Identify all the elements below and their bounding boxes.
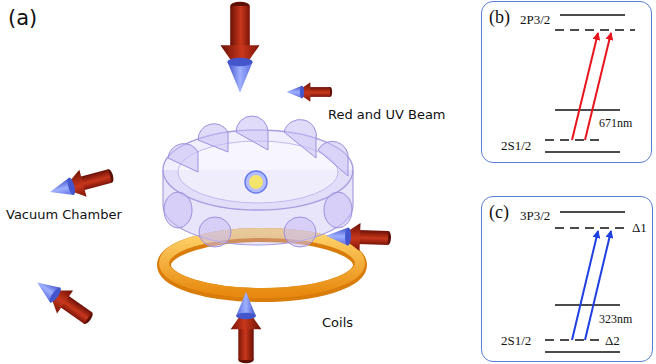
wavelength-label: 323nm [599, 313, 632, 327]
vacuum-chamber [163, 116, 353, 247]
level-label: 2S1/2 [501, 334, 531, 349]
detuning-label: Δ2 [605, 334, 620, 349]
level-diagram-c [545, 212, 628, 352]
panel-letter: (a) [8, 6, 37, 30]
level-diagram-b [545, 15, 635, 152]
laser-beams [29, 2, 391, 364]
coil-label: Coils [322, 316, 353, 331]
panel-box: (b) 2P3/2 671nm 2S1/2 [481, 1, 652, 163]
chamber-label: Vacuum Chamber [6, 208, 122, 223]
panel-box: (c) 3P3/2Δ1 323nm 2S1/2 Δ2 [481, 196, 653, 362]
panel-letter: (c) [489, 202, 509, 223]
wavelength-label: 671nm [599, 117, 632, 131]
level-label: 2S1/2 [501, 139, 531, 154]
detuning-label: Δ1 [632, 221, 647, 236]
level-label: 3P3/2 [520, 209, 550, 224]
beam-label: Red and UV Beam [328, 108, 446, 123]
level-label: 2P3/2 [520, 13, 550, 28]
panel-letter: (b) [489, 7, 510, 28]
